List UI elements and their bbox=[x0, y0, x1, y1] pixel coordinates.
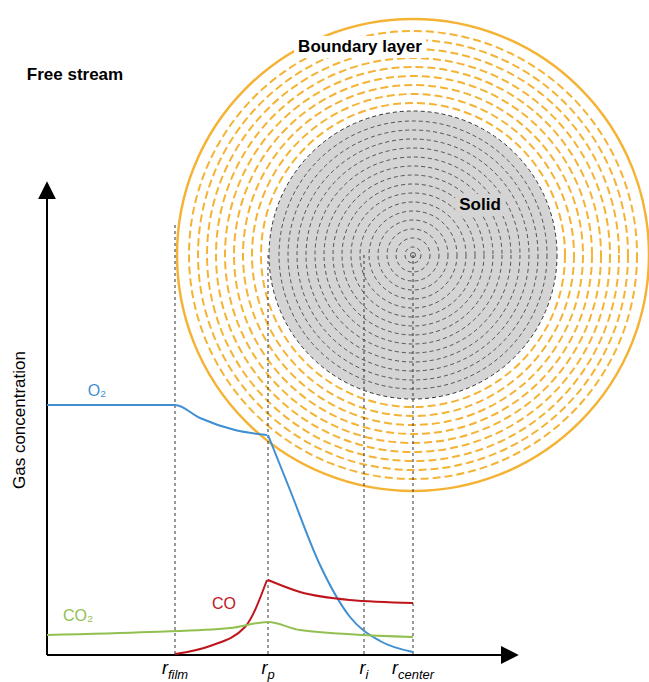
axis-title: Gas concentration bbox=[10, 349, 30, 491]
x-axis bbox=[47, 654, 517, 656]
radius-guide bbox=[268, 255, 269, 655]
region-label: Solid bbox=[455, 194, 505, 216]
co2-curve bbox=[47, 622, 413, 637]
co-curve bbox=[268, 580, 413, 603]
radius-tick-label: rcenter bbox=[390, 658, 436, 682]
o2-curve bbox=[47, 405, 267, 435]
species-label: CO bbox=[210, 595, 238, 613]
boundary-layer-circle: Boundary layerSolid bbox=[175, 17, 649, 493]
region-label: Boundary layer bbox=[294, 36, 426, 58]
radius-tick-label: rp bbox=[259, 658, 276, 682]
species-label: O₂ bbox=[86, 382, 109, 400]
radius-tick-label: ri bbox=[358, 658, 371, 682]
o2-curve bbox=[268, 435, 413, 652]
co-curve bbox=[175, 580, 267, 654]
y-axis bbox=[46, 183, 48, 655]
region-label: Free stream bbox=[25, 65, 125, 85]
radius-guide bbox=[364, 255, 365, 655]
radius-guide bbox=[175, 225, 176, 655]
radius-guide bbox=[413, 255, 414, 655]
radius-tick-label: rfilm bbox=[160, 658, 190, 682]
species-label: CO₂ bbox=[61, 607, 95, 625]
